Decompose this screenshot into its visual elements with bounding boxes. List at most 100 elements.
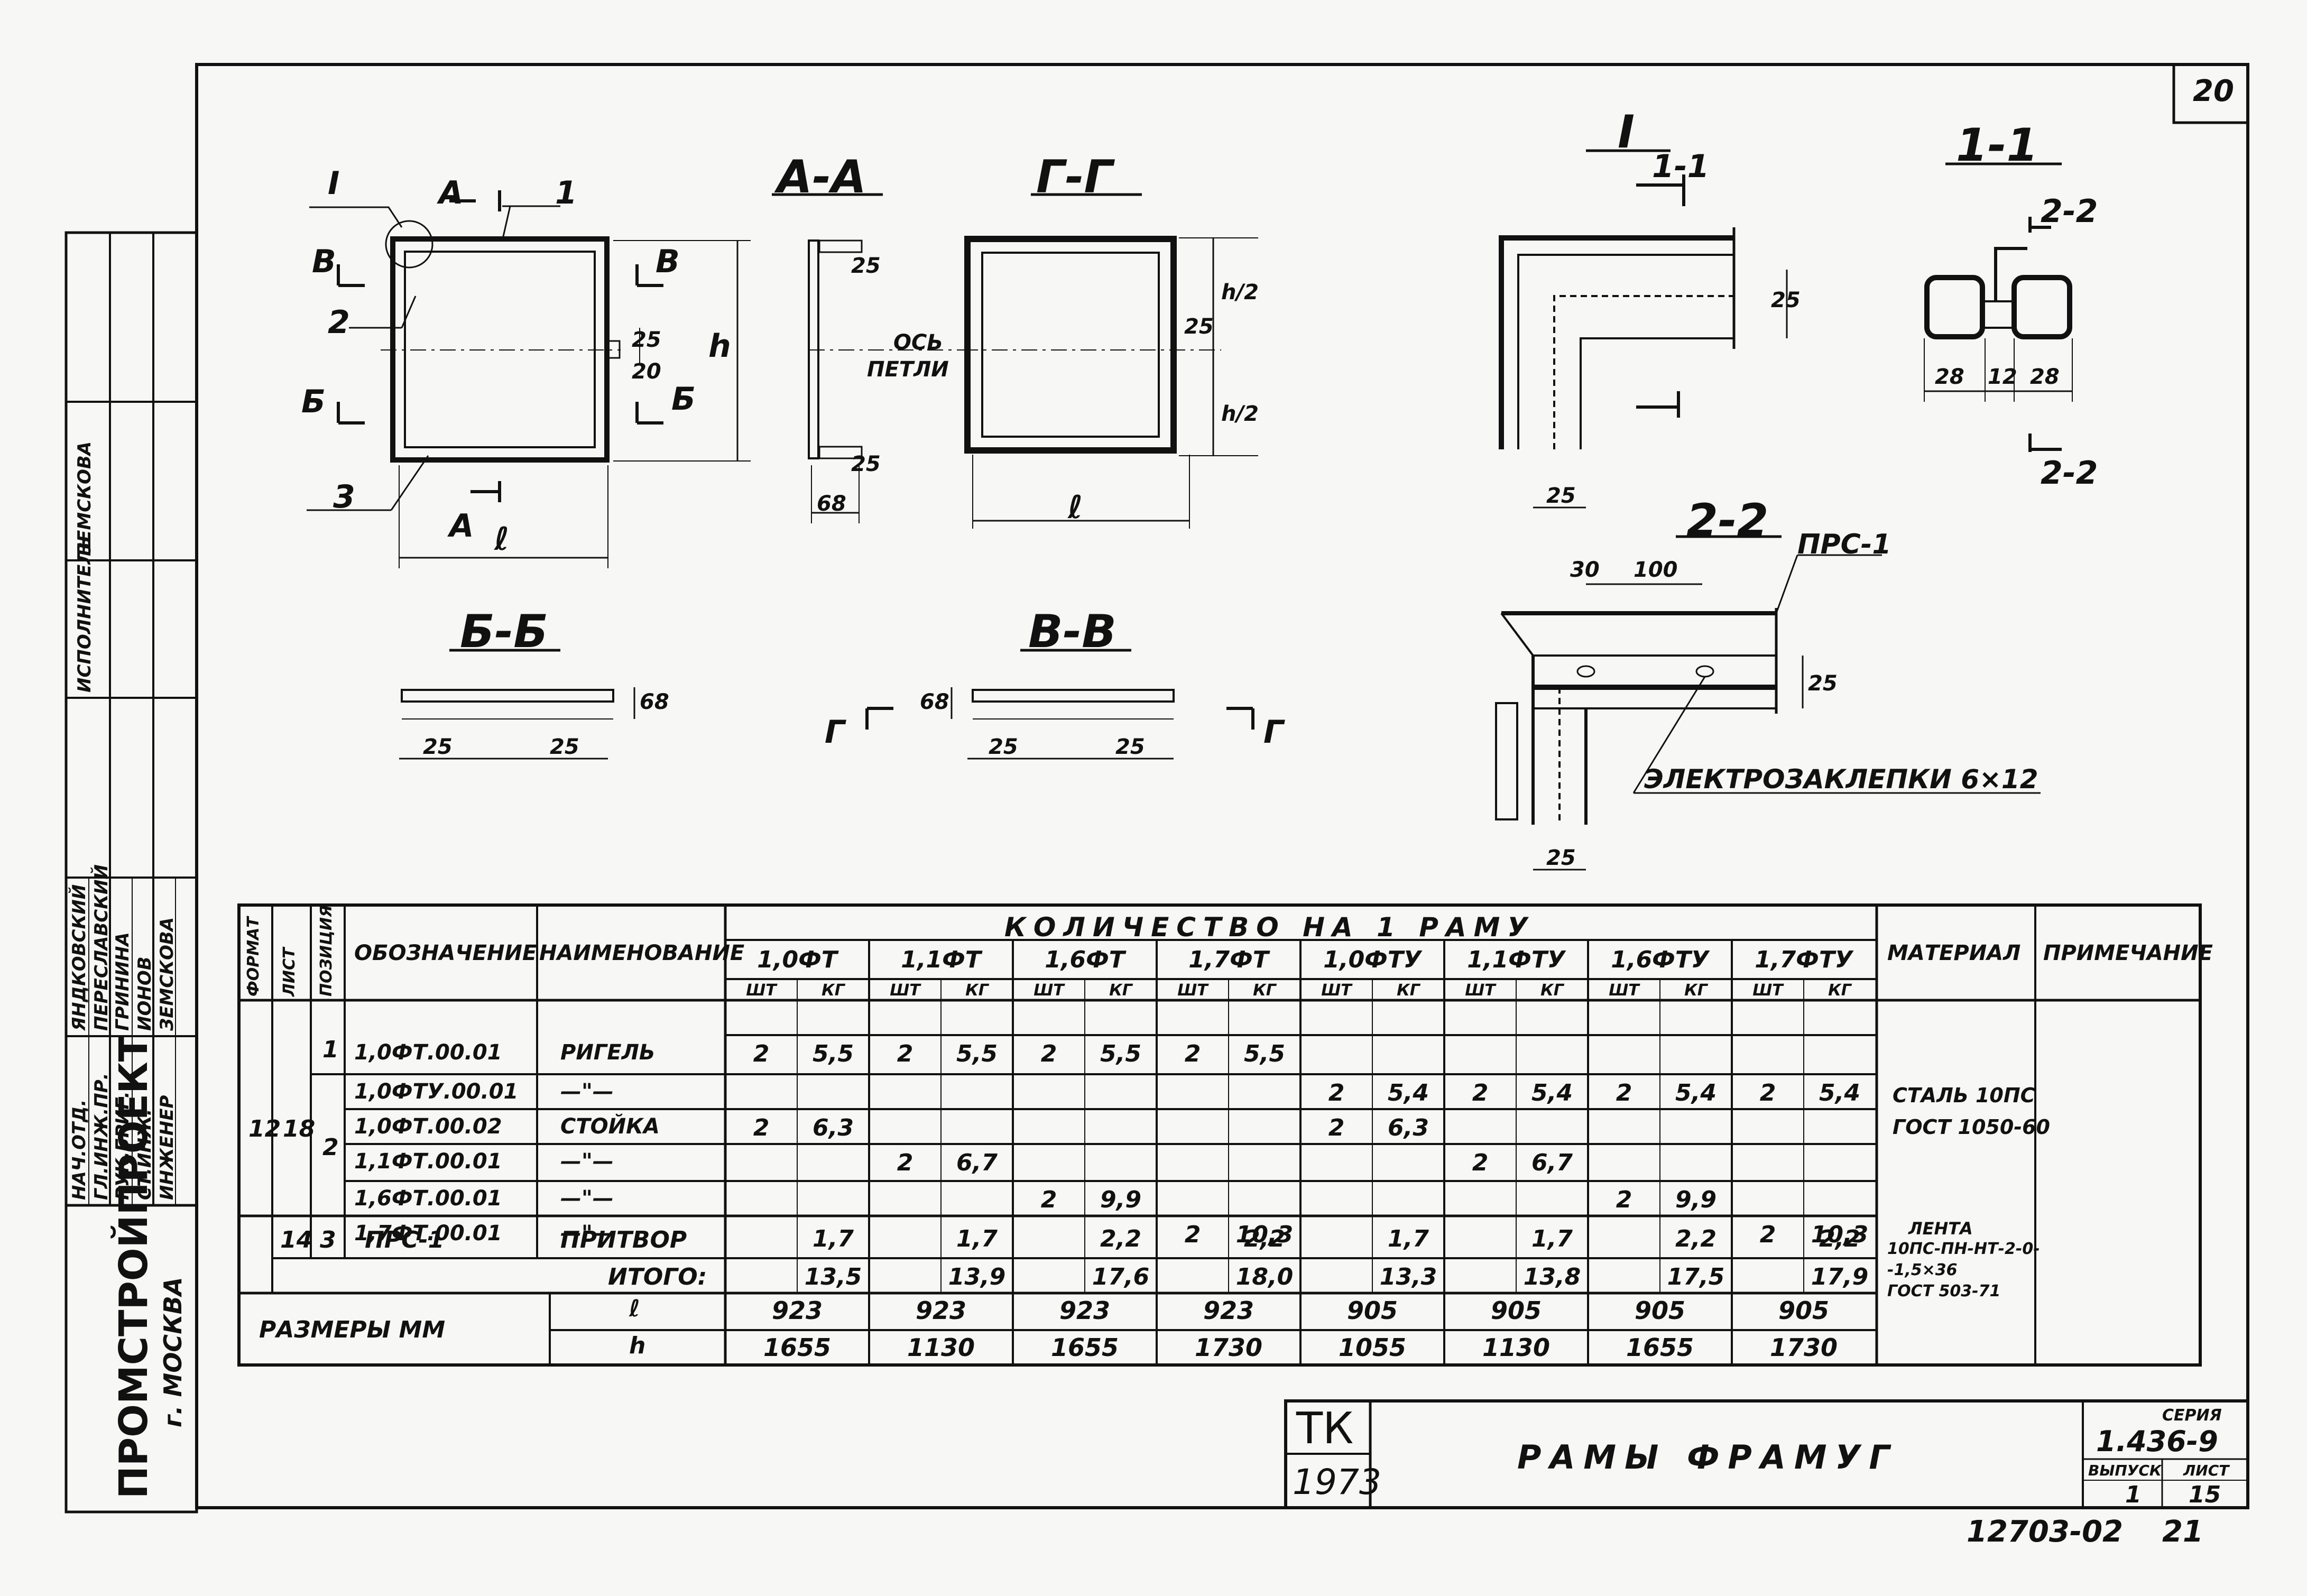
row-cell: 2 bbox=[1328, 1080, 1345, 1106]
sig-name-1: ЯНДКОВСКИЙ bbox=[69, 884, 90, 1031]
row-cell: 5,4 bbox=[1819, 1080, 1860, 1106]
sig-role-3: РУК.БРИГ. bbox=[112, 1091, 133, 1200]
cut-v-right: В bbox=[656, 243, 680, 280]
size-h-value: 1055 bbox=[1338, 1333, 1407, 1362]
main-callout: I bbox=[328, 165, 340, 202]
row-cell: 9,9 bbox=[1675, 1186, 1717, 1213]
sizes-label: РАЗМЕРЫ ММ bbox=[259, 1316, 446, 1343]
row-designation: 1,1ФТ.00.01 bbox=[354, 1149, 502, 1174]
gg-dim-l: ℓ bbox=[1068, 489, 1083, 526]
size-l-value: 923 bbox=[1059, 1296, 1111, 1325]
total-label: ИТОГО: bbox=[608, 1263, 707, 1290]
material-tape-2: 10ПС-ПН-НТ-2-0- bbox=[1887, 1240, 2040, 1258]
pos-2: 2 bbox=[322, 1134, 339, 1161]
sig-name-2: ПЕРЕСЛАВСКИЙ bbox=[91, 864, 112, 1031]
title-block bbox=[1284, 1399, 2249, 1509]
prs-kg: 2,2 bbox=[1244, 1225, 1285, 1252]
prs-kg: 1,7 bbox=[956, 1225, 998, 1252]
vv-cut-g-right: Г bbox=[1263, 714, 1284, 751]
row-cell: 2 bbox=[1759, 1221, 1776, 1248]
drawing-title: РАМЫ ФРАМУГ bbox=[1517, 1438, 1898, 1477]
unit-pcs: ШТ bbox=[1177, 981, 1208, 1000]
bb-title: Б-Б bbox=[460, 605, 548, 658]
unit-pcs: ШТ bbox=[890, 981, 920, 1000]
sig-role-2: ГЛ.ИНЖ.ПР. bbox=[91, 1073, 112, 1200]
sig-role-1: НАЧ.ОТД. bbox=[69, 1099, 90, 1200]
s22-dim-30: 30 bbox=[1570, 558, 1600, 582]
row-cell: 2 bbox=[1184, 1040, 1201, 1067]
cut-a-bottom: А bbox=[449, 508, 474, 545]
s11-cut-top: 2-2 bbox=[2041, 193, 2098, 230]
row-cell: 6,7 bbox=[956, 1149, 998, 1176]
size-h-value: 1730 bbox=[1769, 1333, 1838, 1362]
size-h-value: 1655 bbox=[1050, 1333, 1119, 1362]
col-note: ПРИМЕЧАНИЕ bbox=[2043, 941, 2213, 965]
material-steel-1: СТАЛЬ 10ПС bbox=[1893, 1084, 2035, 1107]
main-pos-1: 1 bbox=[555, 174, 577, 211]
s22-prs-label: ПРС-1 bbox=[1797, 529, 1891, 560]
unit-kg: КГ bbox=[1253, 981, 1276, 1000]
axis-label-1: ОСЬ bbox=[893, 330, 943, 355]
col-material: МАТЕРИАЛ bbox=[1887, 941, 2021, 965]
unit-pcs: ШТ bbox=[1033, 981, 1064, 1000]
variant-header: 1,6ФТ bbox=[1045, 946, 1125, 973]
row-cell: 2 bbox=[1328, 1114, 1345, 1141]
s22-dim-25-v: 25 bbox=[1808, 671, 1838, 696]
row-cell: 6,7 bbox=[1531, 1149, 1573, 1176]
unit-kg: КГ bbox=[1540, 981, 1564, 1000]
size-l-value: 923 bbox=[1203, 1296, 1254, 1325]
detail-i-cut-top: 1-1 bbox=[1652, 148, 1710, 185]
row-cell: 2 bbox=[897, 1040, 913, 1067]
row-designation: 1,7ФТ.00.01 bbox=[354, 1221, 502, 1246]
main-pos-3: 3 bbox=[333, 478, 355, 515]
s22-dim-100: 100 bbox=[1634, 558, 1678, 582]
axis-label-2: ПЕТЛИ bbox=[867, 357, 949, 382]
unit-kg: КГ bbox=[965, 981, 989, 1000]
spec-table-grid bbox=[237, 903, 2202, 1367]
prs-kg: 1,7 bbox=[1388, 1225, 1429, 1252]
row-cell: 2 bbox=[1184, 1221, 1201, 1248]
unit-kg: КГ bbox=[1684, 981, 1708, 1000]
rivet-note: ЭЛЕКТРОЗАКЛЕПКИ 6×12 bbox=[1644, 764, 2038, 795]
prs-kg: 1,7 bbox=[813, 1225, 854, 1252]
vv-title: В-В bbox=[1028, 605, 1116, 658]
variant-header: 1,7ФТУ bbox=[1755, 946, 1853, 973]
material-steel-2: ГОСТ 1050-60 bbox=[1893, 1115, 2050, 1139]
prs-format: 14 bbox=[280, 1226, 313, 1253]
gg-h-half-top: h/2 bbox=[1221, 280, 1259, 305]
row-cell: 2 bbox=[1472, 1080, 1489, 1106]
pos-1: 1 bbox=[322, 1036, 339, 1063]
row-name: СТОЙКА bbox=[560, 1114, 660, 1139]
sheet-value-tb: 15 bbox=[2189, 1481, 2221, 1508]
issue-label: ВЫПУСК bbox=[2088, 1462, 2162, 1479]
s11-dim-12: 12 bbox=[1988, 365, 2017, 389]
series-label: СЕРИЯ bbox=[2162, 1406, 2222, 1425]
prs-pos: 3 bbox=[320, 1226, 336, 1253]
row-name: —"— bbox=[560, 1221, 614, 1246]
size-l-value: 923 bbox=[771, 1296, 823, 1325]
prs-kg: 2,2 bbox=[1819, 1225, 1860, 1252]
col-designation: ОБОЗНАЧЕНИЕ bbox=[354, 941, 537, 965]
issue-value: 1 bbox=[2125, 1481, 2142, 1508]
size-l-label: ℓ bbox=[629, 1295, 640, 1322]
stamp-year: 1973 bbox=[1293, 1462, 1381, 1502]
title-underlines bbox=[449, 149, 2062, 652]
prs-name: ПРИТВОР bbox=[560, 1226, 687, 1253]
row-cell: 2 bbox=[1472, 1149, 1489, 1176]
prs-kg: 2,2 bbox=[1675, 1225, 1717, 1252]
col-format: ФОРМАТ bbox=[244, 917, 263, 997]
row-cell: 2 bbox=[1616, 1186, 1632, 1213]
executor-label: ИСПОЛНИТЕЛЬ bbox=[74, 536, 95, 693]
section-vv bbox=[865, 687, 1254, 760]
aa-dim-25-top: 25 bbox=[851, 254, 881, 278]
size-h-value: 1130 bbox=[1482, 1333, 1551, 1362]
main-dim-25: 25 bbox=[632, 328, 661, 352]
row-name: РИГЕЛЬ bbox=[560, 1040, 656, 1065]
row-cell: 5,4 bbox=[1388, 1080, 1429, 1106]
main-dim-l: ℓ bbox=[494, 521, 510, 558]
bottom-page: 21 bbox=[2162, 1515, 2203, 1549]
row-cell: 2 bbox=[1616, 1080, 1632, 1106]
row-cell: 9,9 bbox=[1100, 1186, 1141, 1213]
main-dim-h: h bbox=[708, 328, 731, 365]
variant-header: 1,1ФТ bbox=[901, 946, 981, 973]
